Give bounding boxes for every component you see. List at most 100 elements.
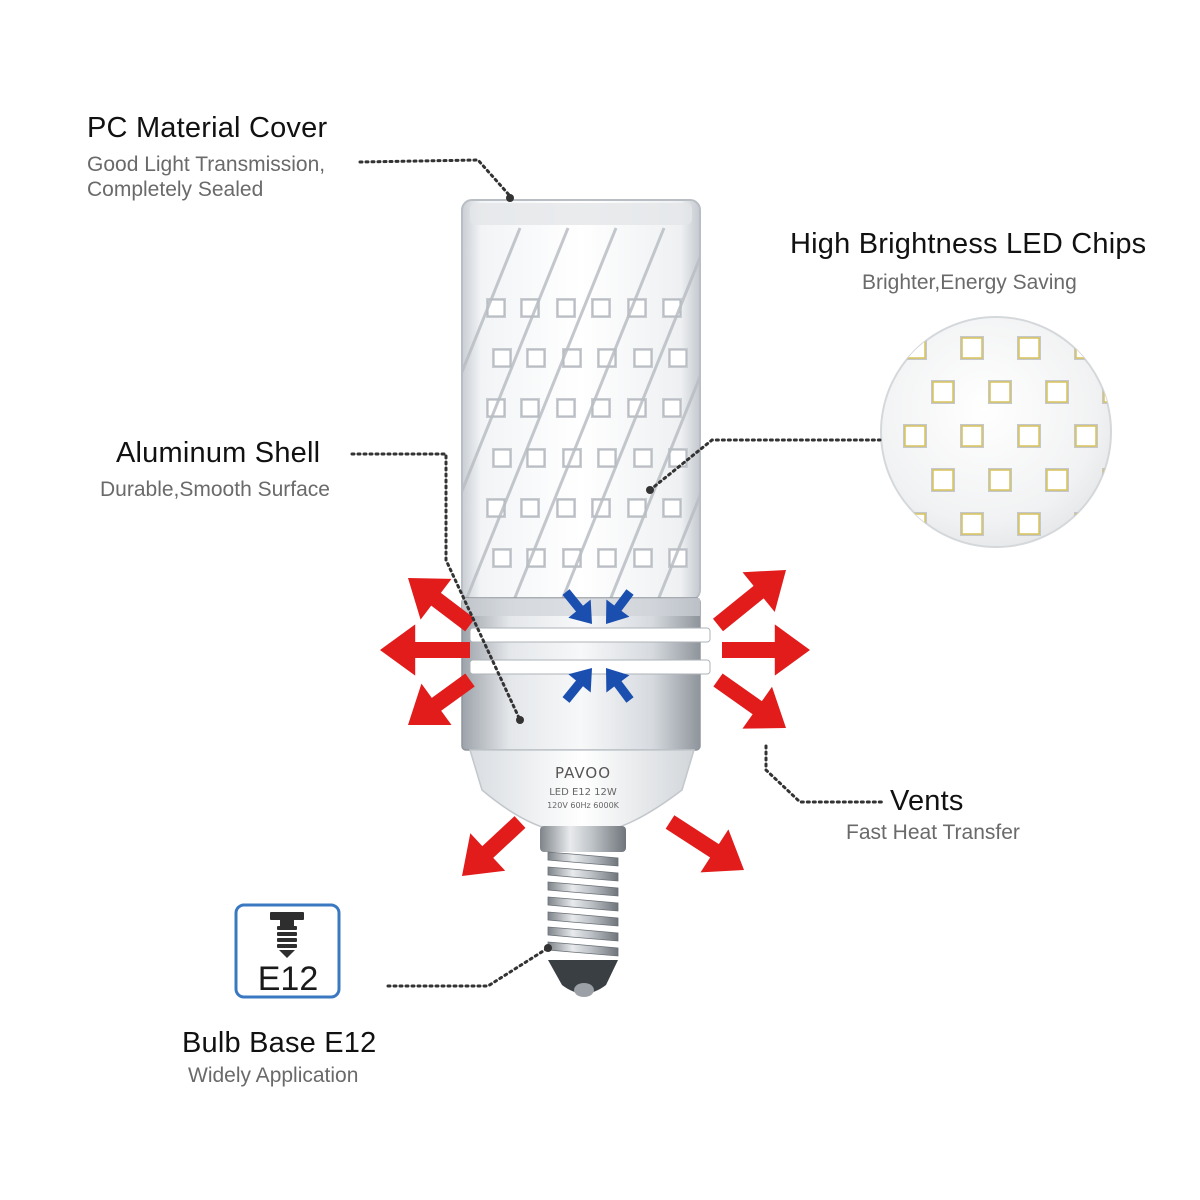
chips-title: High Brightness LED Chips [790, 228, 1147, 260]
zoom-led-chip [1190, 338, 1200, 358]
zoom-led-chip [1018, 425, 1040, 447]
led-chip [598, 549, 616, 567]
screw-thread [547, 851, 619, 867]
wire [462, 227, 570, 600]
leader-cover [358, 158, 512, 198]
screw-thread [547, 896, 619, 912]
shell-sub: Durable,Smooth Surface [100, 478, 330, 501]
heat-arrow [713, 673, 786, 729]
heat-dissipation-arrows [380, 570, 810, 876]
airflow-arrow [606, 589, 634, 624]
led-chip [669, 349, 687, 367]
screw-thread [547, 941, 619, 957]
zoom-led-chip [990, 558, 1010, 578]
led-chip [592, 399, 610, 417]
heat-arrow [408, 673, 475, 726]
airflow-arrow [562, 589, 592, 624]
shell-title: Aluminum Shell [116, 437, 321, 469]
led-chip [493, 549, 511, 567]
led-chip [493, 349, 511, 367]
screw-thread [547, 911, 619, 927]
base-sub: Widely Application [188, 1064, 359, 1087]
screw-thread [547, 926, 619, 942]
zoom-led-chip [1103, 469, 1111, 491]
e12-label: E12 [258, 960, 319, 998]
zoom-led-chip [1046, 381, 1068, 403]
brand-label: PAVOO [555, 764, 611, 782]
zoom-led-chip [1075, 513, 1097, 535]
leader-chips [648, 438, 882, 492]
led-chips-zoom [880, 316, 1200, 578]
led-chip [521, 399, 539, 417]
zoom-led-chip [932, 469, 954, 491]
zoom-led-chip [1133, 426, 1153, 446]
vents-title: Vents [890, 785, 964, 817]
airflow-arrows [562, 589, 634, 703]
zoom-led-chip [904, 425, 926, 447]
vent-slot [469, 627, 711, 643]
led-chip [527, 349, 545, 367]
spec-label: 120V 60Hz 6000K [547, 801, 620, 810]
support-wires [462, 227, 700, 600]
heat-arrow [665, 815, 744, 873]
wire [560, 227, 700, 600]
zoom-led-chip [904, 337, 926, 359]
model-label: LED E12 12W [549, 787, 617, 798]
led-chip [598, 449, 616, 467]
zoom-led-chip [1190, 514, 1200, 534]
zoom-led-chip [1018, 513, 1040, 535]
cover-sub-1: Good Light Transmission, [87, 153, 326, 176]
wire [464, 227, 618, 600]
led-chip [493, 449, 511, 467]
zoom-led-chip [904, 513, 926, 535]
led-chip [663, 499, 681, 517]
zoom-led-chip [961, 425, 983, 447]
zoom-led-chip [933, 558, 953, 578]
chips-sub: Brighter,Energy Saving [862, 271, 1077, 294]
led-chip [634, 349, 652, 367]
led-chip [634, 449, 652, 467]
cover-sub-2: Completely Sealed [87, 178, 264, 201]
led-chip [634, 549, 652, 567]
zoom-led-chip [1133, 338, 1153, 358]
wire [462, 227, 522, 600]
led-chip [521, 499, 539, 517]
zoom-led-chip [1161, 470, 1181, 490]
screw-thread [547, 866, 619, 882]
zoom-led-chip [989, 469, 1011, 491]
led-chip [628, 499, 646, 517]
leader-base [386, 946, 550, 988]
zoom-led-chip [1046, 469, 1068, 491]
cover-title: PC Material Cover [87, 112, 328, 144]
zoom-led-chip [961, 337, 983, 359]
leader-shell [350, 452, 522, 722]
zoom-led-chip [932, 381, 954, 403]
airflow-arrow [562, 668, 592, 703]
zoom-led-chip [961, 513, 983, 535]
zoom-led-chip [1075, 425, 1097, 447]
zoom-led-chip [1161, 382, 1181, 402]
zoom-led-chip [989, 381, 1011, 403]
heat-arrow [380, 624, 470, 676]
zoom-led-chip [1161, 558, 1181, 578]
heat-arrow [408, 578, 475, 632]
wire [608, 227, 700, 600]
leader-vents [764, 744, 886, 804]
vents-sub: Fast Heat Transfer [846, 821, 1020, 844]
base-title: Bulb Base E12 [182, 1027, 377, 1059]
airflow-arrow [606, 668, 634, 703]
zoom-led-chip [1047, 558, 1067, 578]
led-chip [527, 449, 545, 467]
zoom-led-chip [1075, 337, 1097, 359]
e12-base-icon: E12 [234, 903, 341, 999]
wire [656, 227, 700, 600]
zoom-led-chip [1018, 337, 1040, 359]
screw-base [540, 826, 626, 997]
wire [512, 227, 666, 600]
heat-arrow [722, 624, 810, 676]
bulb-socket-icon [270, 912, 304, 958]
led-chip [557, 499, 575, 517]
screw-thread [547, 881, 619, 897]
led-chip [557, 399, 575, 417]
